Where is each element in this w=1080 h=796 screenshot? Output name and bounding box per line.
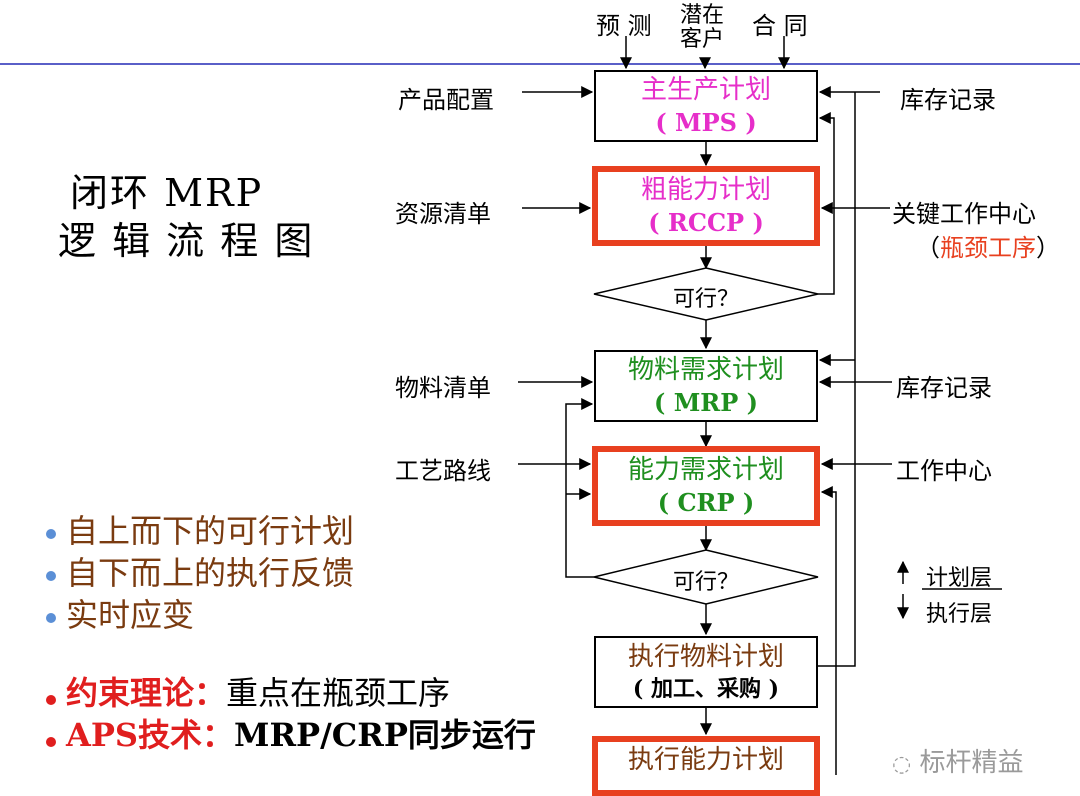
mps-code: ( MPS ) <box>655 108 757 138</box>
rccp-box: 粗能力计划 ( RCCP ) <box>592 166 820 246</box>
exec-material-code: ( 加工、采购 ) <box>632 675 780 702</box>
note-dot <box>46 736 56 747</box>
mrp-box: 物料需求计划 ( MRP ) <box>594 350 818 422</box>
routing-label: 工艺路线 <box>395 457 491 485</box>
execution-layer-label: 执行层 <box>926 602 993 627</box>
rccp-code: ( RCCP ) <box>648 208 764 238</box>
note-label-1: 约束理论： <box>66 674 227 712</box>
contract-label: 合 同 <box>752 12 808 40</box>
note-item-2: APS技术：MRP/CRP同步运行 <box>46 710 536 756</box>
crp-box: 能力需求计划 ( CRP ) <box>592 446 820 526</box>
forecast-label: 预 测 <box>596 12 652 40</box>
exec-capacity-title: 执行能力计划 <box>627 745 784 775</box>
note-text-2: MRP/CRP同步运行 <box>234 716 536 754</box>
note-label-2: APS技术： <box>66 716 235 754</box>
mps-title: 主生产计划 <box>640 74 771 105</box>
wechat-icon: ◌ <box>892 752 912 777</box>
bullet-item-3: 实时应变 <box>46 590 194 636</box>
bullet-dot <box>46 612 56 623</box>
diagram-title: 闭环 MRP 逻 辑 流 程 图 <box>58 170 314 265</box>
exec-material-title: 执行物料计划 <box>627 641 784 672</box>
key-work-center-label: 关键工作中心 <box>892 200 1036 228</box>
title-line2: 逻 辑 流 程 图 <box>58 218 315 263</box>
potential-customer-line2: 客户 <box>680 27 725 53</box>
bom-label: 物料清单 <box>395 374 491 402</box>
planning-layer-label: 计划层 <box>926 566 993 591</box>
potential-customer-line1: 潜在 <box>680 3 725 28</box>
mrp-code: ( MRP ) <box>654 388 758 418</box>
exec-capacity-box: 执行能力计划 <box>592 736 820 796</box>
crp-code: ( CRP ) <box>657 488 755 518</box>
exec-material-box: 执行物料计划 ( 加工、采购 ) <box>594 636 818 708</box>
watermark-text: 标杆精益 <box>919 748 1024 778</box>
bottleneck-label: （瓶颈工序） <box>916 228 1060 263</box>
decision-diamond-2 <box>593 549 819 605</box>
inventory-record-label-1: 库存记录 <box>900 86 996 114</box>
bullet-text-1: 自上而下的可行计划 <box>66 512 355 550</box>
bottleneck-open: （ <box>916 234 940 262</box>
bottleneck-text: 瓶颈工序 <box>940 234 1036 262</box>
bullet-text-2: 自下而上的执行反馈 <box>66 554 355 592</box>
bullet-item-1: 自上而下的可行计划 <box>46 506 354 552</box>
mrp-title: 物料需求计划 <box>627 354 784 385</box>
work-center-label: 工作中心 <box>896 457 992 485</box>
note-text-1: 重点在瓶颈工序 <box>226 674 451 712</box>
mps-box: 主生产计划 ( MPS ) <box>594 70 818 142</box>
inventory-record-label-2: 库存记录 <box>896 374 992 402</box>
product-config-label: 产品配置 <box>398 86 494 114</box>
flow-connectors <box>0 36 1080 775</box>
crp-title: 能力需求计划 <box>627 454 784 485</box>
potential-customer-label: 潜在 客户 <box>680 3 725 53</box>
note-item-1: 约束理论：重点在瓶颈工序 <box>46 668 450 714</box>
title-line1: 闭环 MRP <box>70 171 264 215</box>
note-dot <box>46 694 56 705</box>
bullet-dot <box>46 528 56 539</box>
resource-list-label: 资源清单 <box>395 200 491 228</box>
bullet-item-2: 自下而上的执行反馈 <box>46 548 354 594</box>
feasible-1-text: 可行？ <box>672 287 739 312</box>
bullet-text-3: 实时应变 <box>66 596 195 634</box>
feasible-2-text: 可行？ <box>672 570 739 595</box>
bullet-dot <box>46 570 56 581</box>
bottleneck-close: ） <box>1036 234 1060 262</box>
rccp-title: 粗能力计划 <box>640 174 771 205</box>
decision-diamond-1 <box>593 267 819 321</box>
watermark: ◌ 标杆精益 <box>892 742 1023 779</box>
